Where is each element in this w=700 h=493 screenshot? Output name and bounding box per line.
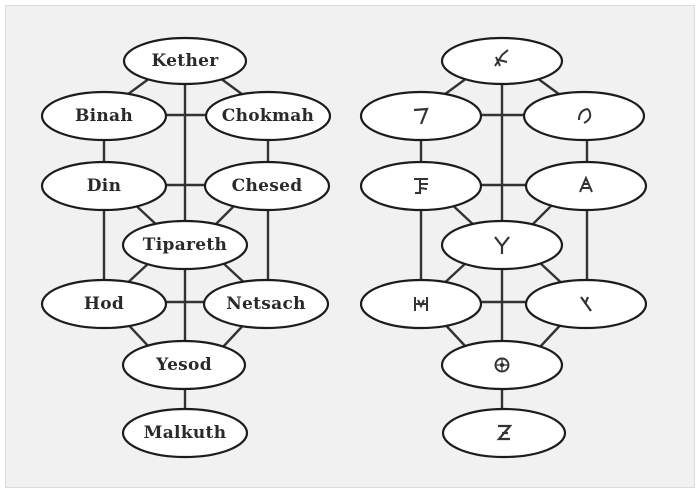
glyph-node-tipareth [440,219,564,271]
script-glyph-icon [579,175,593,193]
din-label: Din [87,176,121,196]
glyph-node-hod [359,278,483,330]
hod-label: Hod [84,294,124,314]
right-tree [359,36,648,459]
sephira-yesod: Yesod [121,339,247,391]
netsach-label: Netsach [226,294,306,314]
script-glyph-icon [494,357,510,373]
left-tree: Kether Binah Chokmah Din Chesed Tipareth… [40,36,332,459]
sephira-chokmah: Chokmah [204,90,332,142]
script-glyph-icon [414,297,428,311]
glyph-node-din [359,160,483,212]
sephira-chesed: Chesed [203,160,331,212]
sephira-malkuth: Malkuth [121,407,249,459]
glyph-node-chokmah [522,90,646,142]
script-glyph-icon [414,178,428,194]
sephira-din: Din [40,160,168,212]
yesod-label: Yesod [155,355,212,375]
sephira-tipareth: Tipareth [121,219,249,271]
tipareth-label: Tipareth [143,235,227,255]
sephira-netsach: Netsach [202,278,330,330]
chokmah-label: Chokmah [222,106,314,126]
script-glyph-icon [494,49,509,67]
binah-label: Binah [75,106,133,126]
chesed-label: Chesed [232,176,303,196]
kether-label: Kether [151,51,219,71]
script-glyph-icon [496,424,513,441]
malkuth-label: Malkuth [144,423,227,443]
script-glyph-icon [580,296,592,312]
glyph-node-netsach [524,278,648,330]
sephira-binah: Binah [40,90,168,142]
glyph-node-binah [359,90,483,142]
glyph-node-kether [440,36,564,86]
sephira-hod: Hod [40,278,168,330]
glyph-node-yesod [440,339,564,391]
script-glyph-icon [578,108,592,124]
sephira-kether: Kether [122,36,248,86]
script-glyph-icon [494,236,510,254]
diagram-frame [5,5,695,488]
glyph-node-malkuth [441,407,567,459]
script-glyph-icon [413,107,429,125]
glyph-node-chesed [524,160,648,212]
